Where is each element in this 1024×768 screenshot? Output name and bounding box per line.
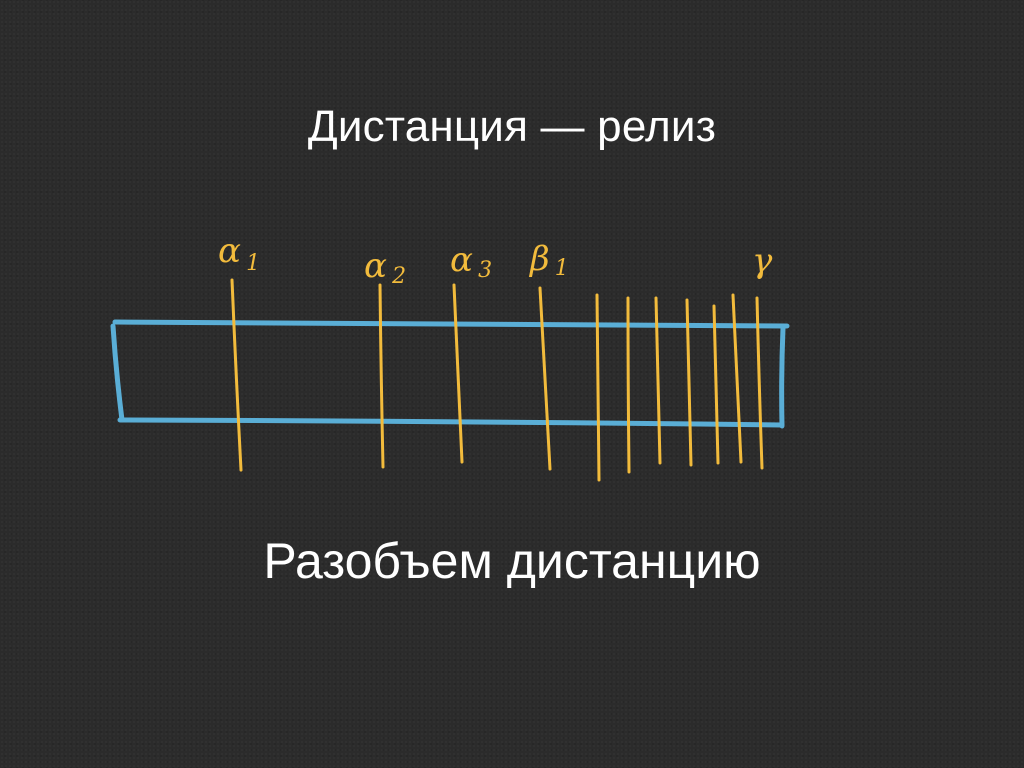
marker-label-alpha-2: α 2 [364, 246, 406, 289]
marker-line-gamma [755, 296, 764, 470]
marker-label-beta-1: β 1 [528, 239, 569, 281]
marker-line-alpha-3 [452, 283, 464, 464]
marker-line-alpha-1 [230, 278, 243, 472]
slide-title: Дистанция — релиз [307, 102, 717, 151]
slide-caption: Разобъем дистанцию [263, 533, 761, 589]
marker-subscript: 3 [478, 258, 492, 283]
subdivision-lines [595, 293, 743, 482]
distance-bar [110, 319, 790, 429]
marker-subscript: 1 [555, 256, 569, 281]
subdivision-line [626, 296, 631, 474]
marker-subscript: 1 [246, 251, 260, 276]
subdivision-line [731, 293, 743, 464]
distance-bar-top-edge [112, 319, 790, 329]
subdivision-line [654, 296, 662, 465]
marker-symbol: β [528, 239, 550, 279]
marker-symbol: γ [752, 241, 773, 281]
subdivision-line [712, 304, 720, 465]
distance-bar-right-edge [779, 325, 786, 429]
marker-subscript: 2 [391, 264, 406, 289]
marker-symbol: α [218, 231, 241, 271]
marker-label-alpha-1: α 1 [218, 231, 260, 276]
marker-line-alpha-2 [378, 283, 385, 469]
marker-line-beta-1 [538, 286, 552, 471]
milestone-markers: α 1 α 2 α 3 β 1 γ [218, 231, 773, 472]
subdivision-line [685, 298, 693, 467]
distance-bar-left-edge [110, 323, 125, 423]
marker-symbol: α [364, 246, 387, 286]
subdivision-line [595, 293, 601, 482]
marker-label-gamma: γ [752, 241, 773, 281]
distance-bar-bottom-edge [117, 417, 785, 428]
marker-symbol: α [450, 240, 473, 280]
marker-label-alpha-3: α 3 [450, 240, 492, 283]
